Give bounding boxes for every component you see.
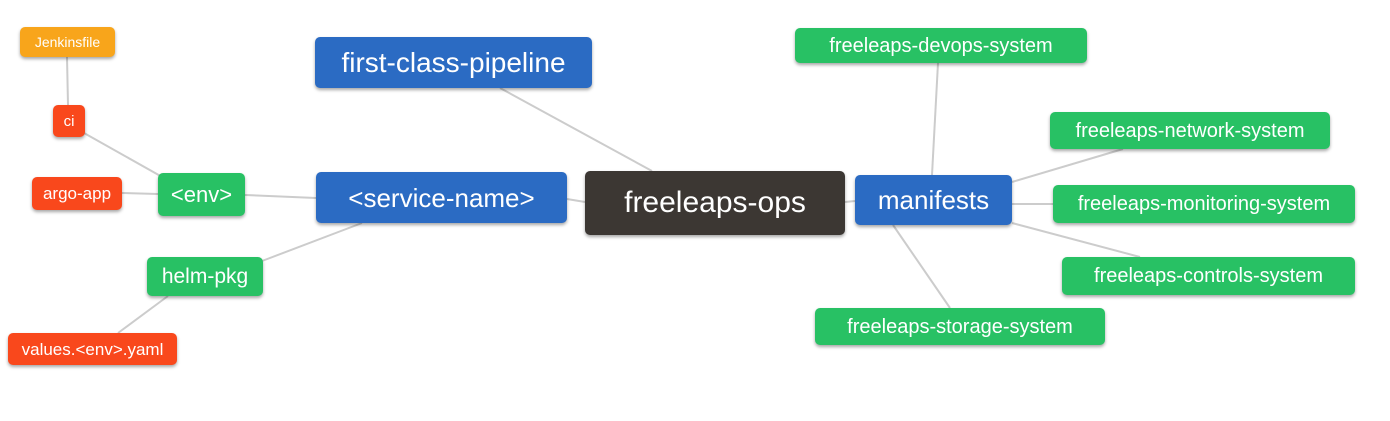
node-ci[interactable]: ci: [53, 105, 85, 137]
edge-values-env-yaml-to-helm-pkg: [117, 295, 169, 334]
edge-helm-pkg-to-service-name: [261, 222, 363, 262]
node-service-name[interactable]: <service-name>: [316, 172, 567, 223]
node-values-env-yaml[interactable]: values.<env>.yaml: [8, 333, 177, 365]
edge-argo-app-to-env: [121, 192, 159, 195]
node-freeleaps-controls-system[interactable]: freeleaps-controls-system: [1062, 257, 1355, 295]
edge-manifests-to-freeleaps-network-system: [1011, 148, 1124, 183]
node-freeleaps-devops-system[interactable]: freeleaps-devops-system: [795, 28, 1087, 63]
edge-first-class-pipeline-to-freeleaps-ops: [499, 87, 653, 172]
node-jenkinsfile[interactable]: Jenkinsfile: [20, 27, 115, 57]
node-freeleaps-storage-system[interactable]: freeleaps-storage-system: [815, 308, 1105, 345]
edge-env-to-service-name: [244, 194, 317, 199]
edge-manifests-to-freeleaps-controls-system: [1011, 222, 1141, 258]
edge-manifests-to-freeleaps-devops-system: [931, 62, 939, 176]
edge-ci-to-env: [83, 132, 165, 179]
edge-freeleaps-ops-to-manifests: [844, 200, 856, 203]
node-manifests[interactable]: manifests: [855, 175, 1012, 225]
node-freeleaps-ops[interactable]: freeleaps-ops: [585, 171, 845, 235]
node-freeleaps-network-system[interactable]: freeleaps-network-system: [1050, 112, 1330, 149]
edge-service-name-to-freeleaps-ops: [566, 198, 586, 203]
node-env[interactable]: <env>: [158, 173, 245, 216]
node-freeleaps-monitoring-system[interactable]: freeleaps-monitoring-system: [1053, 185, 1355, 223]
edge-manifests-to-freeleaps-storage-system: [892, 224, 951, 309]
node-first-class-pipeline[interactable]: first-class-pipeline: [315, 37, 592, 88]
node-helm-pkg[interactable]: helm-pkg: [147, 257, 263, 296]
edge-jenkinsfile-to-ci: [66, 56, 69, 106]
node-argo-app[interactable]: argo-app: [32, 177, 122, 210]
